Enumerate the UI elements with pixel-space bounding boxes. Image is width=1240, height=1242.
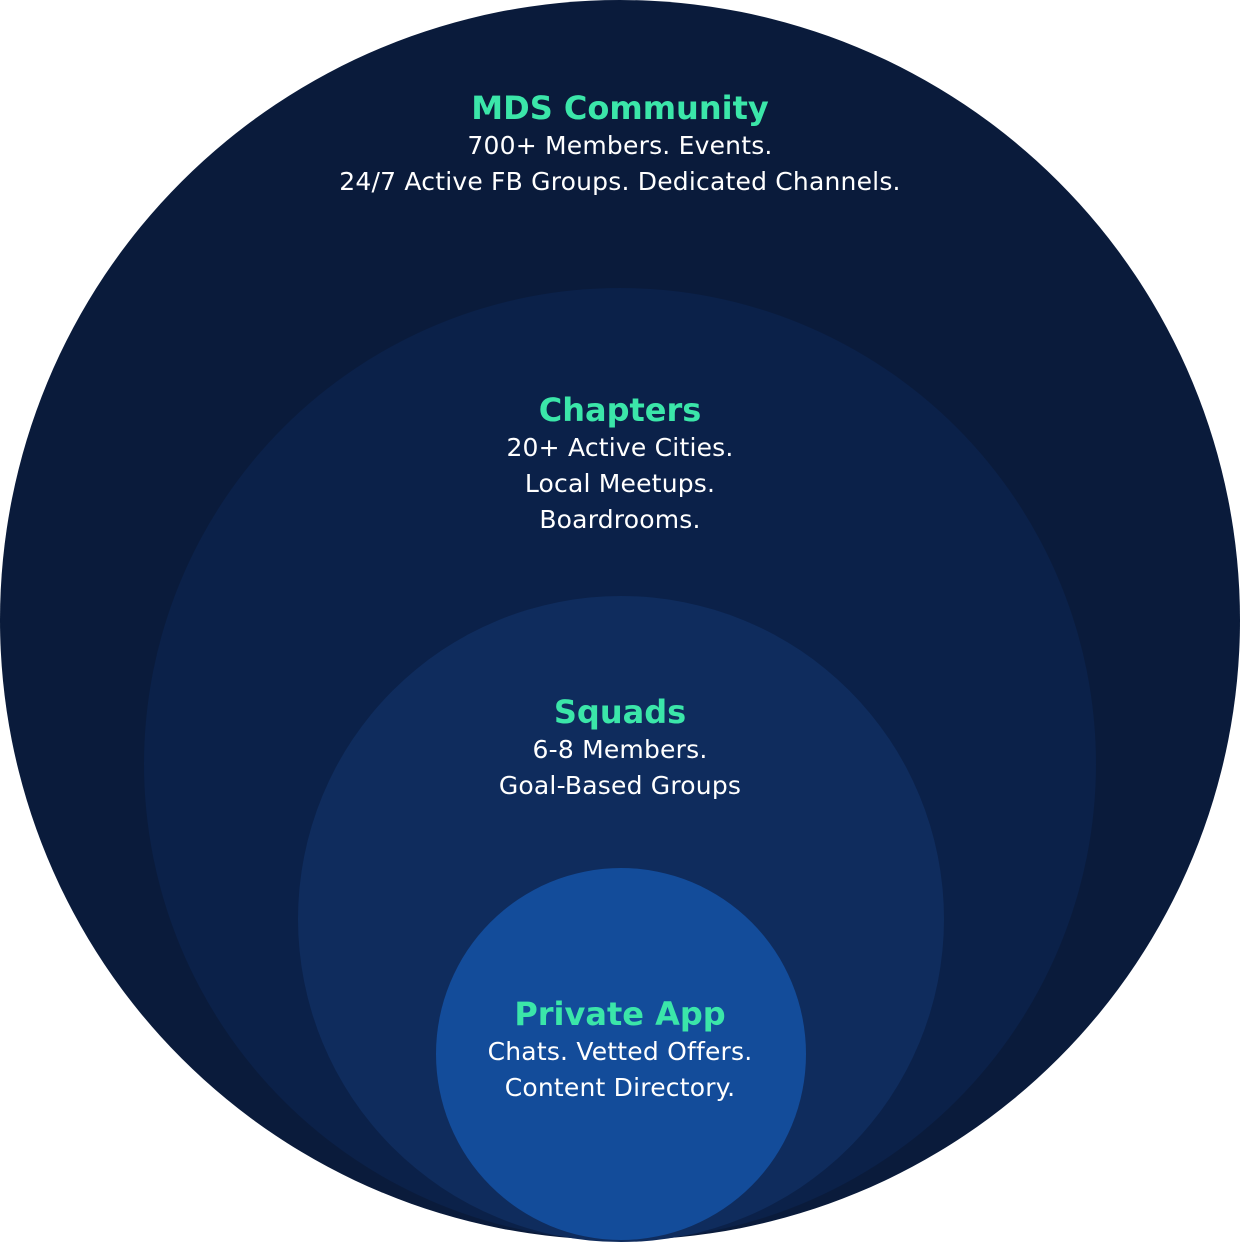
community-line-2: 24/7 Active FB Groups. Dedicated Channel… bbox=[339, 167, 901, 196]
community-line-1: 700+ Members. Events. bbox=[467, 131, 773, 160]
chapters-line-2: Local Meetups. bbox=[524, 469, 716, 498]
private-app-line-2: Content Directory. bbox=[504, 1073, 736, 1102]
squads-line-2: Goal-Based Groups bbox=[498, 771, 742, 800]
chapters-title: Chapters bbox=[538, 391, 702, 429]
private-app-title: Private App bbox=[514, 995, 726, 1033]
squads-label-group: Squads 6-8 Members. Goal-Based Groups bbox=[0, 692, 1240, 804]
squads-line-1: 6-8 Members. bbox=[532, 735, 708, 764]
private-app-circle bbox=[436, 868, 806, 1240]
squads-title: Squads bbox=[553, 693, 687, 731]
chapters-label-group: Chapters 20+ Active Cities. Local Meetup… bbox=[0, 390, 1240, 538]
community-title: MDS Community bbox=[471, 89, 769, 127]
private-app-line-1: Chats. Vetted Offers. bbox=[487, 1037, 753, 1066]
community-label-group: MDS Community 700+ Members. Events. 24/7… bbox=[0, 88, 1240, 200]
private-app-label-group: Private App Chats. Vetted Offers. Conten… bbox=[0, 994, 1240, 1106]
chapters-line-1: 20+ Active Cities. bbox=[506, 433, 734, 462]
chapters-line-3: Boardrooms. bbox=[539, 505, 701, 534]
